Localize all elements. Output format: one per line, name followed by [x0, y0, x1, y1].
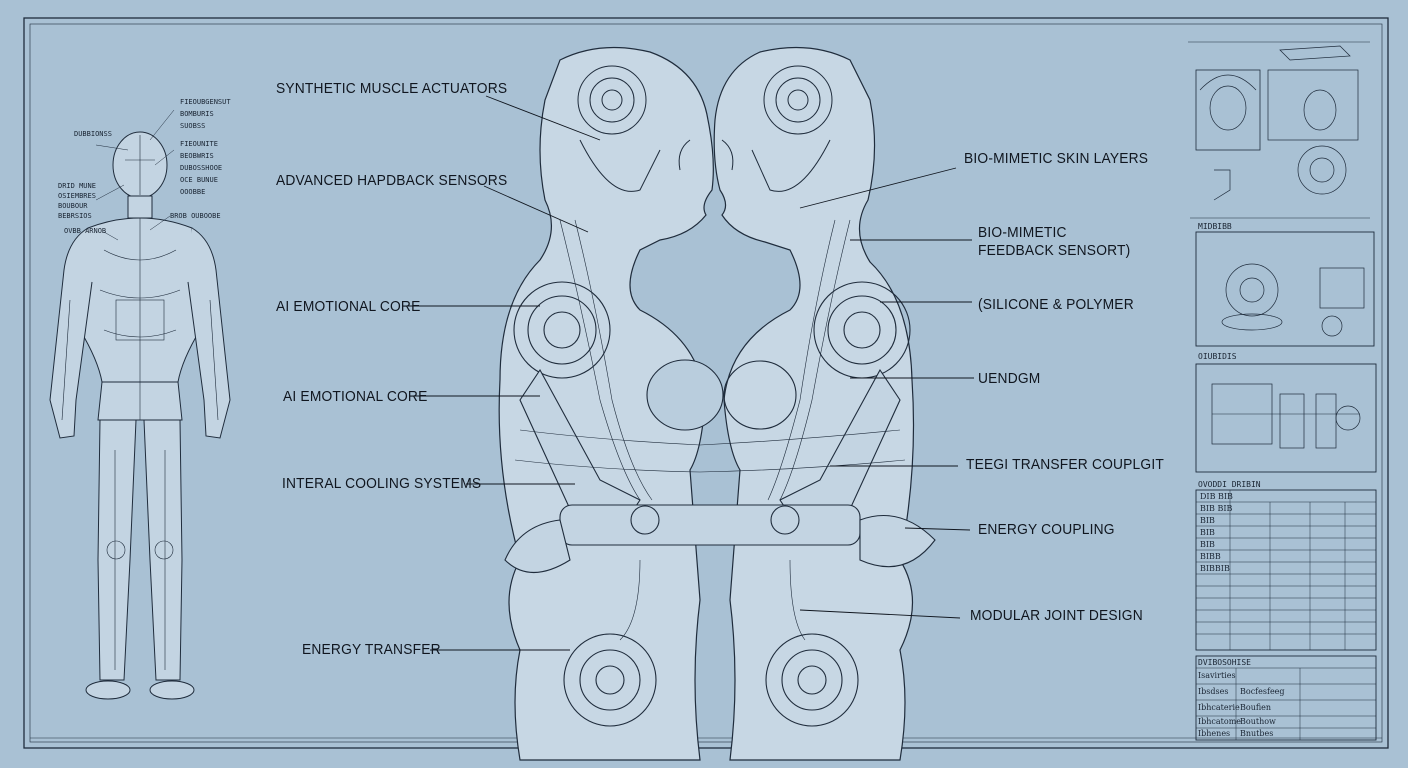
figure-label: FIEOUBGENSUT — [180, 98, 231, 106]
left-figure-leg-right — [143, 419, 183, 681]
panel-title: OIUBIDIS — [1198, 352, 1237, 361]
left-figure-arm-right — [187, 227, 231, 439]
left-figure-arm-left — [49, 227, 93, 439]
right-robot-body — [713, 46, 915, 761]
crossing-arms — [559, 504, 861, 546]
left-figure-foot-left — [85, 680, 131, 700]
bottom-table-cell: Ibhcaterie — [1198, 703, 1240, 712]
callout-bio-mimetic: BIO-MIMETIC — [978, 224, 1067, 241]
bottom-table-cell: Bouthow — [1240, 717, 1276, 726]
callout-haptic-sensors: ADVANCED HAPDBACK SENSORS — [276, 172, 508, 189]
figure-label: BEOBWRIS — [180, 152, 214, 160]
callout-cooling: INTERAL COOLING SYSTEMS — [282, 475, 482, 492]
figure-label: DUBBIONSS — [74, 130, 112, 138]
callout-energy-transfer: ENERGY TRANSFER — [302, 641, 441, 658]
callout-transfer-coupling: TEEGI TRANSFER COUPLGIT — [966, 456, 1164, 473]
bottom-table-cell: Ibsdses — [1198, 687, 1229, 696]
left-figure-foot-right — [149, 680, 195, 700]
spec-row: BIB BIB — [1200, 504, 1233, 513]
figure-label: DRID MUNE — [58, 182, 96, 190]
bottom-table-cell: Bocfesfeeg — [1240, 687, 1285, 696]
spec-row: BIBB — [1200, 552, 1221, 561]
spec-row: DIB BIB — [1200, 492, 1233, 501]
figure-label: SUOBSS — [180, 122, 206, 130]
left-hand — [504, 519, 571, 573]
callout-silicone: (SILICONE & POLYMER — [978, 296, 1134, 313]
right-panels — [1188, 41, 1377, 741]
callout-leaders — [408, 95, 974, 651]
figure-label: DUBOSSHOOE — [180, 164, 223, 172]
callout-energy-coupling: ENERGY COUPLING — [978, 521, 1115, 538]
figure-label: OOOBBE — [180, 188, 206, 196]
left-robot-figure — [49, 109, 231, 700]
figure-label: FIEOUNITE — [180, 140, 218, 148]
spec-row: BIB — [1200, 516, 1215, 525]
outer-frame — [23, 17, 1389, 749]
figure-label: OSIEMBRES — [58, 192, 96, 200]
figure-label: BOUBOUR — [58, 202, 88, 210]
bottom-table-cell: Ibhcatome — [1198, 717, 1242, 726]
figure-label: BOMBURIS — [180, 110, 214, 118]
figure-label: BROB OUBOOBE — [170, 212, 221, 220]
spec-row: BIBBIB — [1200, 564, 1230, 573]
callout-synthetic-muscle: SYNTHETIC MUSCLE ACTUATORS — [276, 80, 508, 97]
figure-label: OCE BUNUE — [180, 176, 218, 184]
callout-emotional-core: AI EMOTIONAL CORE — [283, 388, 428, 405]
bottom-table-cell: Ibhenes — [1198, 729, 1231, 738]
left-robot-body — [498, 46, 714, 761]
bottom-table-cell: Isavirties — [1198, 671, 1236, 680]
bottom-table-title: DVIBOSOHISE — [1198, 658, 1251, 667]
bottom-table-cell: Boufien — [1240, 703, 1272, 712]
bottom-table-cell: Bnutbes — [1240, 729, 1274, 738]
right-hand — [859, 514, 936, 568]
figure-label: OVBB ARNOB — [64, 227, 107, 235]
spec-table-title: OVODDI DRIBIN — [1198, 480, 1261, 489]
callout-uendgm: UENDGM — [978, 370, 1041, 387]
left-figure-leg-left — [97, 419, 137, 681]
panel-title: MIDBIBB — [1198, 222, 1232, 231]
callout-feedback-sensor: FEEDBACK SENSORT) — [978, 242, 1131, 259]
central-robots — [498, 46, 936, 761]
callout-modular-joint: MODULAR JOINT DESIGN — [970, 607, 1143, 624]
inner-frame — [29, 23, 1383, 743]
callout-emotional-core: AI EMOTIONAL CORE — [276, 298, 421, 315]
left-figure-neck — [127, 195, 153, 219]
spec-row: BIB — [1200, 540, 1215, 549]
figure-label: BEBRSIOS — [58, 212, 92, 220]
spec-row: BIB — [1200, 528, 1215, 537]
callout-skin-layers: BIO-MIMETIC SKIN LAYERS — [964, 150, 1149, 167]
